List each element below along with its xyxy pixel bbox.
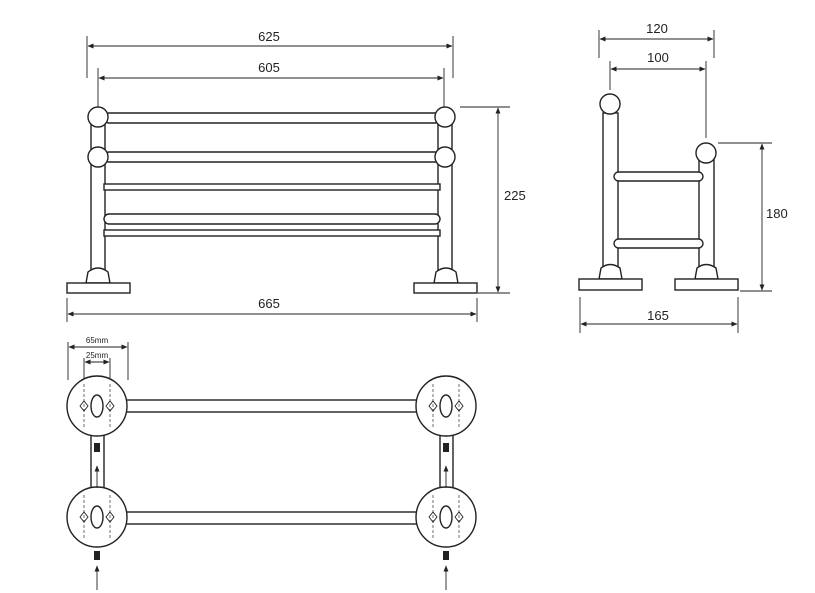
dim-label-120: 120: [646, 21, 668, 36]
plan-right-rail: [439, 433, 454, 491]
dim-front-outer-top: 625: [86, 29, 454, 78]
dim-side-height: 180: [718, 142, 788, 292]
plan-view: 65mm 25mm: [66, 336, 477, 590]
right-mid-finial: [434, 146, 456, 168]
front-view: 625 605 225: [66, 29, 526, 322]
left-top-finial: [87, 106, 109, 128]
left-foot-base: [66, 282, 131, 294]
side-short-foot-collar: [694, 263, 719, 280]
dim-front-height: 225: [460, 106, 526, 294]
dim-label-65mm: 65mm: [86, 336, 109, 345]
plan-plate-bottom-right: [415, 486, 477, 548]
plan-plate-top-right: [415, 375, 477, 437]
side-short-foot-base: [674, 278, 739, 291]
fourth-rail: [103, 213, 441, 225]
side-upper-rail: [613, 171, 704, 182]
plan-plate-bottom-left: [66, 486, 128, 548]
left-mid-finial: [87, 146, 109, 168]
dim-label-165: 165: [647, 308, 669, 323]
dim-label-180: 180: [766, 206, 788, 221]
dim-label-625: 625: [258, 29, 280, 44]
dim-plan-outer: 65mm: [67, 336, 129, 380]
side-tall-foot-collar: [598, 263, 623, 280]
side-short-finial: [695, 142, 717, 164]
side-tall-foot-base: [578, 278, 643, 291]
dim-label-225: 225: [504, 188, 526, 203]
side-tall-finial: [599, 93, 621, 115]
dim-front-inner-top: 605: [97, 60, 445, 108]
side-lower-rail: [613, 238, 704, 249]
set-screw-left-top: [94, 443, 100, 452]
dim-front-base: 665: [66, 296, 478, 322]
right-post: [437, 114, 453, 271]
right-top-finial: [434, 106, 456, 128]
plan-bottom-rail: [123, 511, 421, 525]
right-foot-base: [413, 282, 478, 294]
right-foot-collar: [433, 267, 459, 284]
dim-side-top-outer: 120: [598, 21, 715, 58]
plan-top-rail: [123, 399, 421, 413]
plan-left-rail: [90, 433, 105, 491]
bottom-rail: [103, 229, 441, 237]
top-rail: [103, 112, 441, 124]
dim-label-665: 665: [258, 296, 280, 311]
second-rail: [103, 151, 441, 163]
set-screw-left-bottom: [94, 551, 100, 560]
left-foot-collar: [85, 267, 111, 284]
plan-plate-top-left: [66, 375, 128, 437]
set-screw-right-bottom: [443, 551, 449, 560]
dim-label-605: 605: [258, 60, 280, 75]
dim-label-25mm: 25mm: [86, 351, 109, 360]
set-screw-right-top: [443, 443, 449, 452]
dim-side-base: 165: [579, 297, 739, 333]
left-post: [90, 114, 106, 271]
third-rail: [103, 183, 441, 191]
dim-side-top-inner: 100: [609, 50, 707, 138]
side-view: 120 100 180: [578, 21, 788, 333]
dim-label-100: 100: [647, 50, 669, 65]
